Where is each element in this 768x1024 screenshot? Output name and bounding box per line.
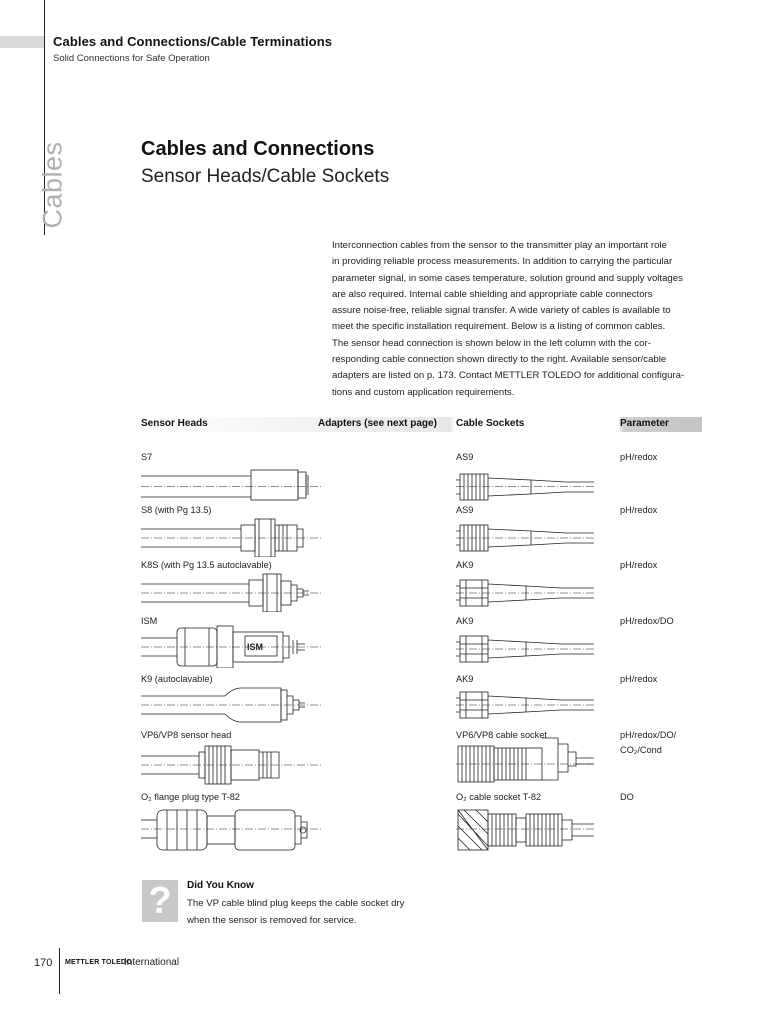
sensor-head-drawing-vp6-vp8 <box>141 745 321 785</box>
sensor-head-label: VP6/VP8 sensor head <box>141 730 232 740</box>
cable-socket-label: AK9 <box>456 560 474 570</box>
vertical-rule-top <box>44 0 45 235</box>
parameter-label: pH/redox/DO/ <box>620 730 677 740</box>
did-you-know-line: when the sensor is removed for service. <box>187 914 357 926</box>
intro-line: are also required. Internal cable shield… <box>332 288 653 300</box>
sensor-head-drawing-k9 <box>141 687 321 723</box>
parameter-label: pH/redox/DO <box>620 616 674 626</box>
brand-suffix: International <box>124 957 180 968</box>
page-number: 170 <box>34 957 53 969</box>
table-header-row: Sensor Heads Adapters (see next page) Ca… <box>141 417 702 432</box>
table-row: K8S (with Pg 13.5 autoclavable) AK9 pH/r… <box>141 560 702 618</box>
sensor-head-label: S7 <box>141 452 153 462</box>
page-subtitle: Sensor Heads/Cable Sockets <box>141 166 390 187</box>
cable-socket-label: VP6/VP8 cable socket <box>456 730 547 740</box>
table-row: K9 (autoclavable) AK9 pH/redox <box>141 674 702 732</box>
column-header-adapters: Adapters (see next page) <box>318 418 437 429</box>
question-mark-icon: ? <box>142 880 178 922</box>
cable-socket-drawing-ak9 <box>456 635 596 663</box>
intro-line: meet the specific installation requireme… <box>332 321 666 333</box>
cable-socket-drawing-as9 <box>456 524 596 552</box>
sensor-head-drawing-s7 <box>141 469 321 501</box>
header-subtitle: Solid Connections for Safe Operation <box>53 53 210 64</box>
side-tab-label: Cables <box>37 141 68 229</box>
sensor-head-label: S8 (with Pg 13.5) <box>141 505 212 515</box>
parameter-label: DO <box>620 792 634 802</box>
table-row: ISM AK9 pH/redox/DO ISM <box>141 616 702 674</box>
column-header-sensor-heads: Sensor Heads <box>141 418 208 429</box>
cable-socket-drawing-o2-t82 <box>456 809 596 851</box>
intro-paragraph: Interconnection cables from the sensor t… <box>332 238 704 401</box>
parameter-label: pH/redox <box>620 560 658 570</box>
did-you-know-text: The VP cable blind plug keeps the cable … <box>187 896 404 929</box>
intro-line: assure noise-free, reliable signal trans… <box>332 305 671 317</box>
sensor-head-drawing-ism: ISM <box>141 625 321 668</box>
parameter-label-line2: CO₂/Cond <box>620 745 662 755</box>
table-row: S8 (with Pg 13.5) AS9 pH/redox <box>141 505 702 563</box>
intro-line: Interconnection cables from the sensor t… <box>332 240 667 251</box>
parameter-label: pH/redox <box>620 505 658 515</box>
sensor-head-drawing-k8s <box>141 573 321 612</box>
did-you-know-line: The VP cable blind plug keeps the cable … <box>187 898 405 909</box>
cable-socket-label: AK9 <box>456 616 474 626</box>
cable-socket-drawing-as9 <box>456 473 596 501</box>
intro-line: tions and custom application requirement… <box>332 386 515 398</box>
brand-logo-text: METTLER TOLEDO <box>65 959 132 966</box>
section-side-tab: Cables <box>36 140 70 230</box>
question-mark-glyph: ? <box>148 880 172 922</box>
parameter-label: pH/redox <box>620 452 658 462</box>
cable-socket-drawing-ak9 <box>456 691 596 719</box>
intro-line: parameter signal, in some cases temperat… <box>332 272 683 284</box>
cable-socket-label: O₂ cable socket T-82 <box>456 792 542 802</box>
parameter-label: pH/redox <box>620 674 658 684</box>
table-row: S7 AS9 pH/redox <box>141 452 702 510</box>
intro-line: The sensor head connection is shown belo… <box>332 337 651 349</box>
svg-text:ISM: ISM <box>247 642 263 652</box>
column-header-cable-sockets: Cable Sockets <box>456 418 525 429</box>
intro-line: responding cable connection shown direct… <box>332 354 667 366</box>
cable-socket-label: AS9 <box>456 505 474 515</box>
did-you-know-title: Did You Know <box>187 880 254 891</box>
intro-line: adapters are listed on p. 173. Contact M… <box>332 370 685 382</box>
vertical-rule-footer <box>59 948 60 994</box>
sensor-head-label: ISM <box>141 616 158 626</box>
sensor-head-label: K8S (with Pg 13.5 autoclavable) <box>141 560 272 570</box>
sensor-head-label: K9 (autoclavable) <box>141 674 213 684</box>
sensor-head-label: O₂ flange plug type T-82 <box>141 792 240 802</box>
table-row: O₂ flange plug type T-82 O₂ cable socket… <box>141 792 702 851</box>
intro-line: in providing reliable process measuremen… <box>332 256 673 268</box>
sensor-head-drawing-s8 <box>141 518 321 557</box>
cable-socket-label: AS9 <box>456 452 474 462</box>
table-row: VP6/VP8 sensor head VP6/VP8 cable socket… <box>141 730 702 788</box>
cable-socket-label: AK9 <box>456 674 474 684</box>
cable-socket-drawing-vp6-vp8 <box>456 737 596 783</box>
sensor-head-drawing-o2-flange-plug <box>141 809 321 851</box>
cable-socket-drawing-ak9 <box>456 579 596 607</box>
column-header-parameter: Parameter <box>620 418 669 429</box>
page-title: Cables and Connections <box>141 138 375 160</box>
header-title: Cables and Connections/Cable Termination… <box>53 34 333 49</box>
header-accent-bar <box>0 36 44 48</box>
